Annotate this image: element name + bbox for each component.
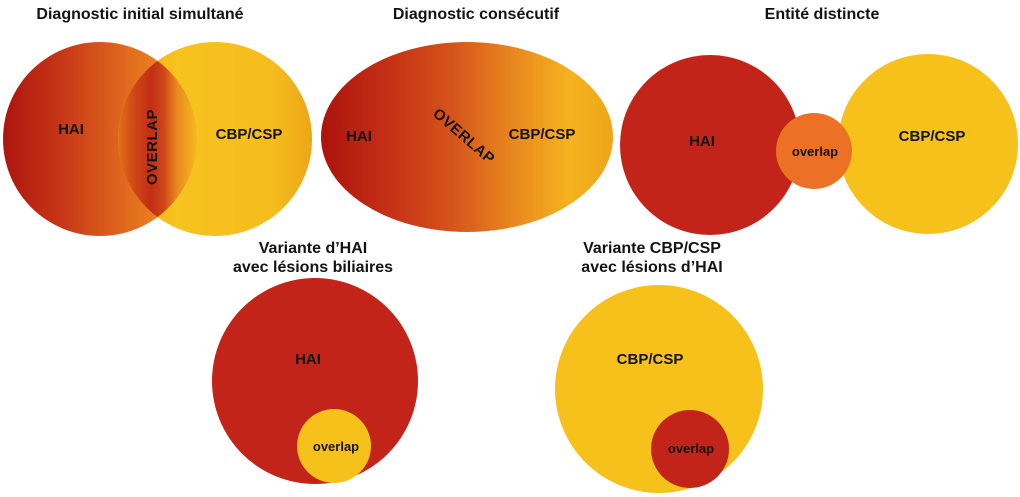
diagram-cbp-variant-title-line1: Variante CBP/CSP [583, 240, 721, 257]
diagram-hai-variant: Variante d’HAI avec lésions biliaires HA… [212, 240, 418, 484]
cbp-csp-label: CBP/CSP [216, 126, 283, 143]
diagram-distinct: Entité distincte HAI overlap CBP/CSP [620, 6, 1018, 235]
diagram-hai-variant-title-line2: avec lésions biliaires [233, 259, 393, 276]
diagram-simultaneous: Diagnostic initial simultané HAI OVERLAP… [3, 6, 312, 236]
diagram-simultaneous-title: Diagnostic initial simultané [36, 6, 243, 23]
overlap-orange-circle [776, 113, 852, 189]
diagram-consecutive: Diagnostic consécutif HAI OVERLAP CBP/CS… [321, 6, 613, 232]
overlap-label: overlap [313, 439, 359, 454]
diagram-distinct-title: Entité distincte [765, 6, 880, 23]
overlap-label-vertical: OVERLAP [144, 109, 161, 185]
cbp-csp-label: CBP/CSP [509, 126, 576, 143]
hai-label: HAI [295, 351, 321, 368]
diagram-consecutive-title: Diagnostic consécutif [393, 6, 560, 23]
overlap-label: overlap [668, 441, 714, 456]
diagram-cbp-variant-title-line2: avec lésions d’HAI [581, 259, 722, 276]
diagram-cbp-variant: Variante CBP/CSP avec lésions d’HAI CBP/… [555, 240, 763, 493]
hai-label: HAI [346, 128, 372, 145]
hai-red-circle [620, 55, 800, 235]
hai-label: HAI [58, 121, 84, 138]
overlap-red-circle [651, 410, 729, 488]
cbp-csp-label: CBP/CSP [617, 351, 684, 368]
gradient-ellipse [321, 42, 613, 232]
hai-label: HAI [689, 133, 715, 150]
diagram-hai-variant-title-line1: Variante d’HAI [259, 240, 367, 257]
overlap-label: overlap [792, 144, 838, 159]
cbp-csp-label: CBP/CSP [899, 128, 966, 145]
cbp-csp-yellow-circle [838, 54, 1018, 234]
overlap-lens-region [118, 60, 197, 218]
overlap-yellow-circle [297, 409, 371, 483]
